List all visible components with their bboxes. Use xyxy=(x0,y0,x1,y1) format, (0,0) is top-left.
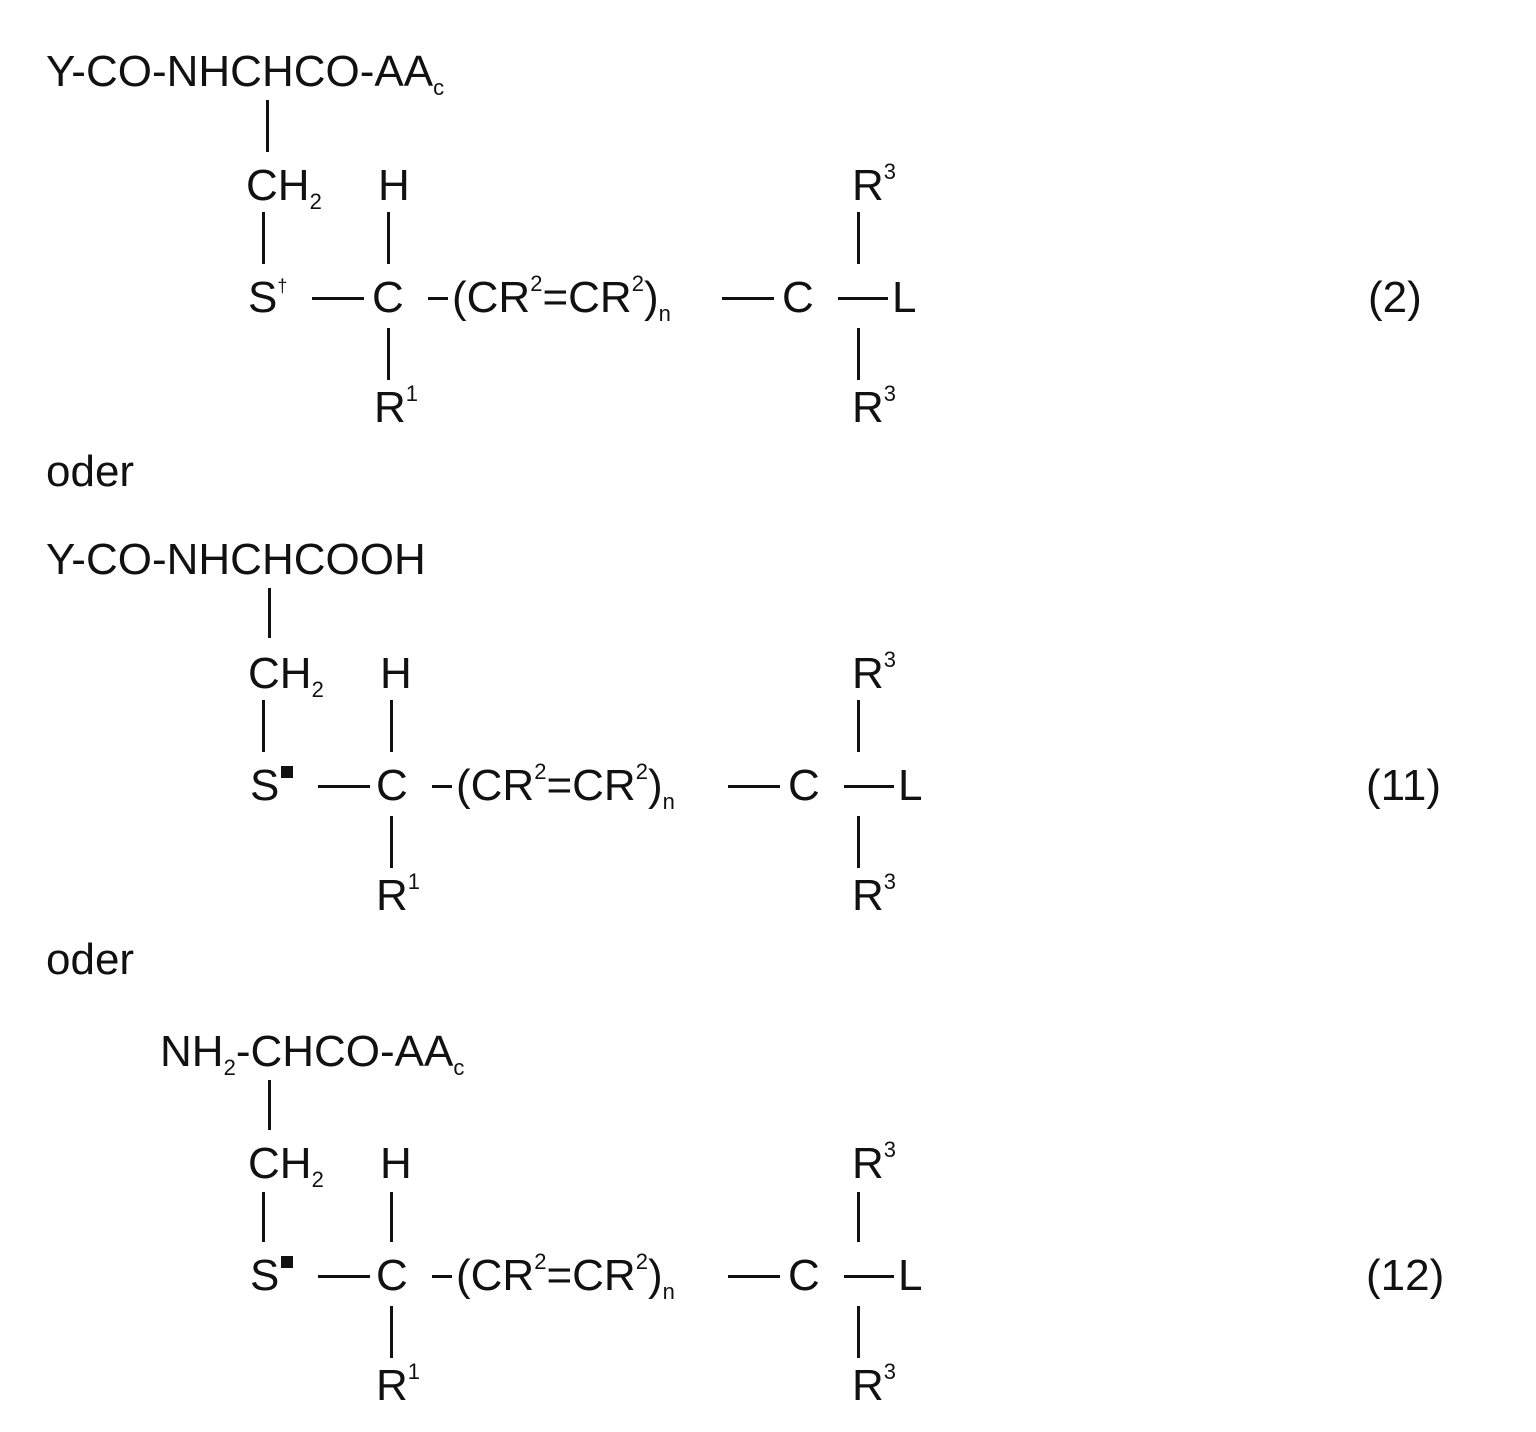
c-atom-quaternary: C xyxy=(788,1254,820,1298)
c-atom-quaternary: C xyxy=(788,764,820,808)
bond-line xyxy=(857,816,860,868)
sulfur-atom: S† xyxy=(248,276,287,320)
square-mark-icon xyxy=(281,1256,293,1268)
bond-line xyxy=(390,700,393,752)
bond-line xyxy=(268,1080,271,1130)
bond-line xyxy=(262,212,265,264)
bond-line xyxy=(387,328,390,380)
r3-top: R3 xyxy=(852,1142,896,1186)
bond-line xyxy=(390,1192,393,1242)
formula-12-top-line: NH2-CHCO-AAc xyxy=(160,1030,464,1074)
bond-line xyxy=(318,1275,370,1278)
c-atom: C xyxy=(376,1254,408,1298)
c-atom: C xyxy=(376,764,408,808)
bond-line xyxy=(312,297,364,300)
r1-group: R1 xyxy=(376,874,420,918)
bond-line xyxy=(262,1192,265,1242)
c-atom-quaternary: C xyxy=(782,276,814,320)
bond-line xyxy=(857,328,860,380)
c-atom: C xyxy=(372,276,404,320)
sulfur-atom: S xyxy=(250,1254,293,1298)
r1-group: R1 xyxy=(374,386,418,430)
formula-2-top-line: Y-CO-NHCHCO-AAc xyxy=(46,50,444,94)
bond-line xyxy=(390,1306,393,1358)
bond-line xyxy=(728,1275,780,1278)
bond-line xyxy=(857,1306,860,1358)
bond-line xyxy=(432,1275,452,1278)
r3-top: R3 xyxy=(852,164,896,208)
r3-bottom: R3 xyxy=(852,386,896,430)
l-group: L xyxy=(898,764,922,808)
ch2-group: CH2 xyxy=(246,164,322,208)
bond-line xyxy=(857,700,860,752)
bond-line xyxy=(722,297,774,300)
bond-line xyxy=(428,297,448,300)
bond-line xyxy=(390,816,393,868)
square-mark-icon xyxy=(281,766,293,778)
formula-number: (12) xyxy=(1366,1254,1444,1298)
separator-oder: oder xyxy=(46,450,134,494)
bond-line xyxy=(262,700,265,752)
h-atom: H xyxy=(378,164,410,208)
r3-bottom: R3 xyxy=(852,1364,896,1408)
bond-line xyxy=(857,1192,860,1242)
ch2-group: CH2 xyxy=(248,652,324,696)
bond-line xyxy=(838,297,888,300)
sulfur-atom: S xyxy=(250,764,293,808)
r3-bottom: R3 xyxy=(852,874,896,918)
h-atom: H xyxy=(380,652,412,696)
polyene-chain: (CR2=CR2)n xyxy=(456,764,675,808)
formula-number: (11) xyxy=(1366,764,1441,808)
bond-line xyxy=(857,212,860,264)
r3-top: R3 xyxy=(852,652,896,696)
bond-line xyxy=(432,785,452,788)
polyene-chain: (CR2=CR2)n xyxy=(456,1254,675,1298)
bond-line xyxy=(268,588,271,638)
bond-line xyxy=(266,100,269,152)
polyene-chain: (CR2=CR2)n xyxy=(452,276,671,320)
bond-line xyxy=(387,212,390,264)
bond-line xyxy=(728,785,780,788)
h-atom: H xyxy=(380,1142,412,1186)
l-group: L xyxy=(892,276,916,320)
r1-group: R1 xyxy=(376,1364,420,1408)
separator-oder: oder xyxy=(46,938,134,982)
ch2-group: CH2 xyxy=(248,1142,324,1186)
bond-line xyxy=(844,1275,894,1278)
bond-line xyxy=(844,785,894,788)
formula-number: (2) xyxy=(1368,276,1422,320)
formula-11-top-line: Y-CO-NHCHCOOH xyxy=(46,538,426,582)
bond-line xyxy=(318,785,370,788)
l-group: L xyxy=(898,1254,922,1298)
